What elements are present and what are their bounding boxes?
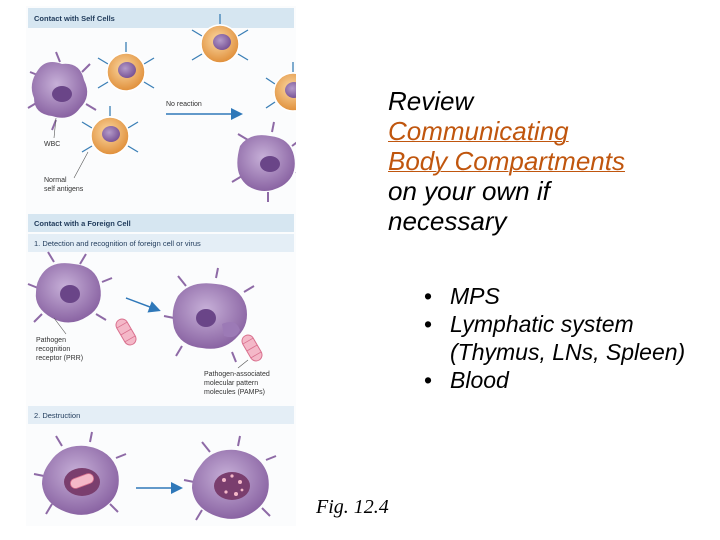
prr-label-2: recognition [36,346,70,353]
list-item-lymphatic-system: Lymphatic system (Thymus, LNs, Spleen) [422,310,712,366]
communicating-link-line-1[interactable]: Communicating [388,116,569,146]
wbc-cell-top [27,51,97,131]
review-note: Review Communicating Body Compartments o… [388,86,718,236]
self-antigens-label-2: self antigens [44,186,84,193]
review-line-2: on your own if [388,176,550,206]
list-item-blood: Blood [422,366,712,394]
wbc-cell-destruction-right [183,435,277,521]
self-cell-4 [81,106,139,156]
review-line-3: necessary [388,206,507,236]
compartment-list: MPS Lymphatic system (Thymus, LNs, Splee… [422,282,712,394]
list-item-mps: MPS [422,282,712,310]
figure-canvas: Contact with Self Cells [26,6,321,526]
self-cells-heading: Contact with Self Cells [34,14,115,23]
wbc-cell-top-right [231,121,305,202]
pamp-label-3: molecules (PAMPs) [204,389,265,396]
detection-heading: 1. Detection and recognition of foreign … [34,239,201,248]
wbc-label: WBC [44,141,60,148]
pathogen-bacterium-1 [115,318,137,346]
self-cells-banner [28,8,294,28]
self-cell-2 [97,42,155,92]
wbc-cell-detection-right [163,267,255,363]
foreign-cell-heading: Contact with a Foreign Cell [34,219,131,228]
detection-banner [28,234,294,252]
wbc-cell-destruction-left [33,431,127,515]
communicating-link-line-2[interactable]: Body Compartments [388,146,625,176]
prr-label-1: Pathogen [36,337,66,344]
no-reaction-label: No reaction [166,101,202,108]
self-antigens-label-1: Normal [44,177,67,184]
wbc-cell-detection-left [27,251,113,323]
immune-cell-figure: Contact with Self Cells [26,6,321,526]
destruction-banner [28,406,294,424]
foreign-cell-banner [28,214,294,232]
self-cell-1 [191,14,249,64]
pamp-label-1: Pathogen-associated [204,371,270,378]
review-line-1: Review [388,86,474,116]
destruction-heading: 2. Destruction [34,411,80,420]
pamp-label-2: molecular pattern [204,380,258,387]
pathogen-bacterium-2 [241,334,263,362]
figure-caption: Fig. 12.4 [316,496,389,518]
prr-label-3: receptor (PRR) [36,355,83,362]
